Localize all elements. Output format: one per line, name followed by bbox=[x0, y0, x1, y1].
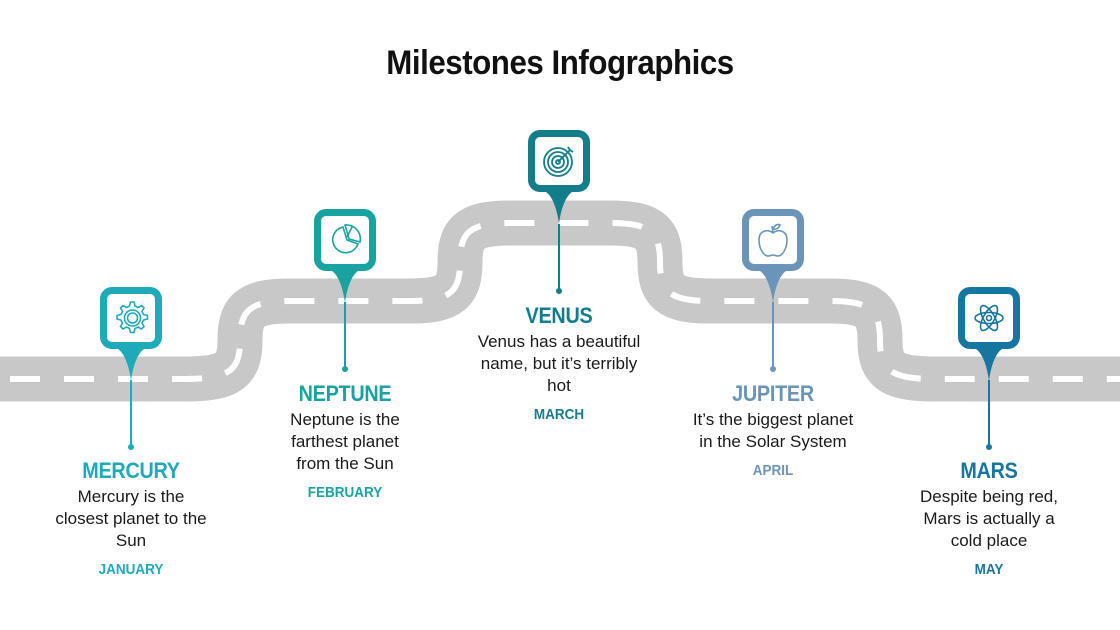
milestone-pin-jupiter bbox=[742, 209, 804, 305]
atom-icon bbox=[974, 304, 1004, 332]
milestone-month: MARCH bbox=[533, 406, 585, 423]
pin-stem-neptune bbox=[344, 302, 346, 368]
milestone-description: Neptune is the farthest planet from the … bbox=[290, 410, 400, 473]
pin-stem-jupiter bbox=[772, 302, 774, 368]
pin-dot-jupiter bbox=[770, 366, 776, 372]
gear-icon bbox=[116, 301, 149, 334]
milestone-venus: VENUS Venus has a beautiful name, but it… bbox=[459, 303, 659, 425]
target-icon bbox=[543, 146, 574, 177]
milestone-pin-neptune bbox=[314, 209, 376, 305]
milestone-neptune: NEPTUNE Neptune is the farthest planet f… bbox=[245, 381, 445, 503]
milestone-description: Mercury is the closest planet to the Sun bbox=[55, 487, 207, 550]
milestone-mercury: MERCURY Mercury is the closest planet to… bbox=[31, 458, 231, 580]
milestone-pin-mercury bbox=[100, 287, 162, 383]
pin-dot-venus bbox=[556, 288, 562, 294]
pie-chart-icon bbox=[331, 224, 362, 254]
milestone-name: VENUS bbox=[525, 303, 593, 328]
pin-stem-mars bbox=[988, 380, 990, 446]
pin-dot-neptune bbox=[342, 366, 348, 372]
milestone-pin-mars bbox=[958, 287, 1020, 383]
milestone-name: JUPITER bbox=[732, 381, 814, 406]
milestone-name: MARS bbox=[960, 458, 1018, 483]
milestone-description: It’s the biggest planet in the Solar Sys… bbox=[692, 410, 854, 451]
milestone-month: APRIL bbox=[752, 462, 794, 479]
milestone-description: Despite being red, Mars is actually a co… bbox=[920, 487, 1058, 550]
pin-dot-mars bbox=[986, 444, 992, 450]
milestone-mars: MARS Despite being red, Mars is actually… bbox=[889, 458, 1089, 580]
milestone-month: FEBRUARY bbox=[307, 484, 383, 501]
milestone-name: MERCURY bbox=[82, 458, 180, 483]
milestone-month: JANUARY bbox=[98, 561, 164, 578]
milestone-pin-venus bbox=[528, 130, 590, 226]
milestone-name: NEPTUNE bbox=[298, 381, 392, 406]
page-title: Milestones Infographics bbox=[386, 44, 734, 82]
pin-stem-venus bbox=[558, 224, 560, 290]
milestone-month: MAY bbox=[974, 561, 1004, 578]
milestone-description: Venus has a beautiful name, but it’s ter… bbox=[477, 332, 641, 395]
apple-icon bbox=[758, 223, 788, 257]
pin-dot-mercury bbox=[128, 444, 134, 450]
milestone-jupiter: JUPITER It’s the biggest planet in the S… bbox=[673, 381, 873, 481]
pin-stem-mercury bbox=[130, 380, 132, 446]
